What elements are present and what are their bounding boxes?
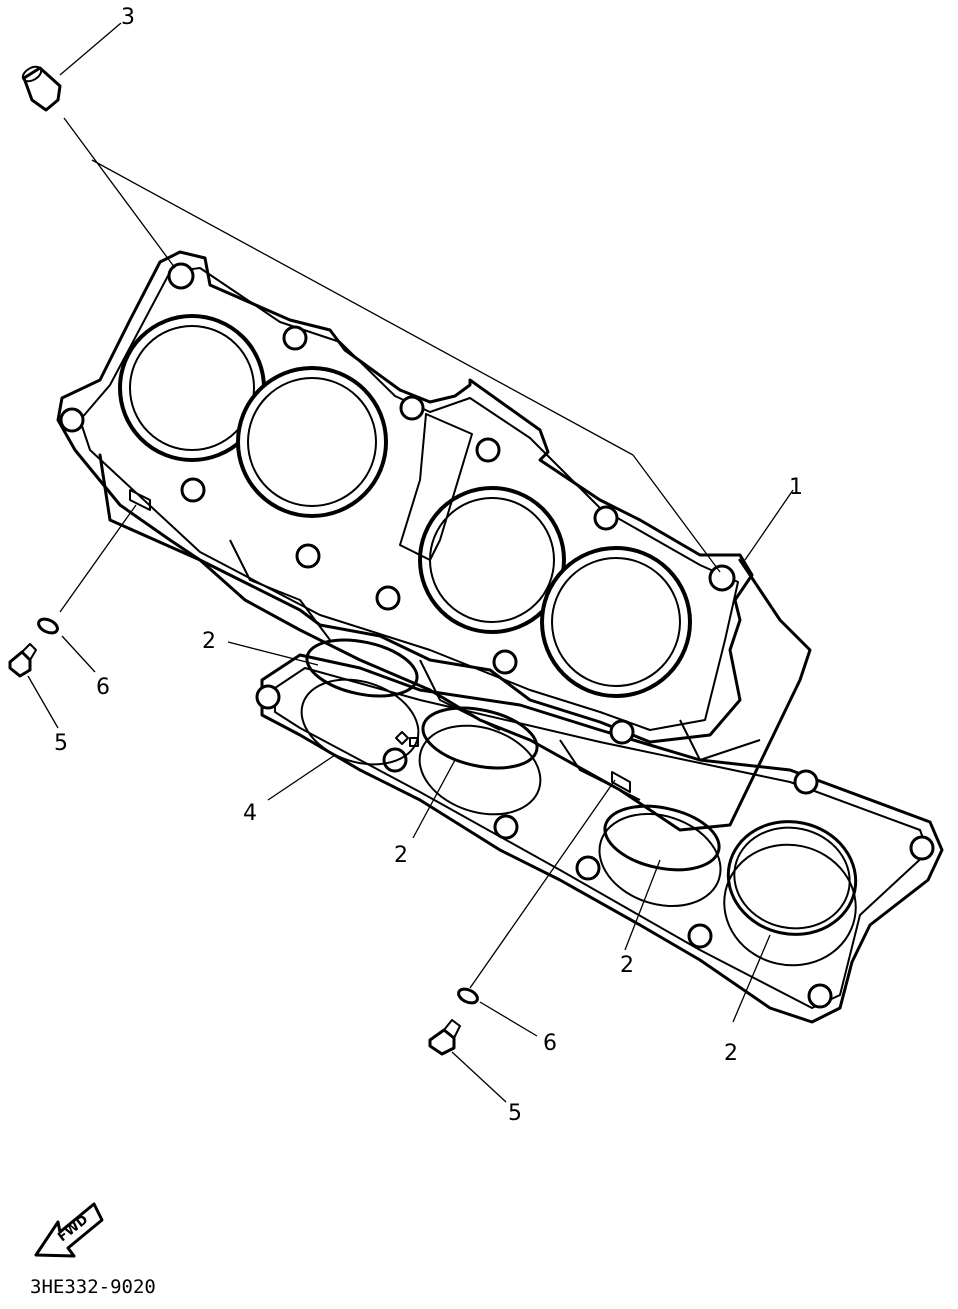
callout-2c: 2 — [620, 953, 634, 978]
leader-lines — [27, 22, 794, 1103]
callout-5b: 5 — [508, 1101, 522, 1126]
callout-1: 1 — [789, 475, 803, 500]
callout-5a: 5 — [54, 731, 68, 756]
washer-upper — [37, 617, 59, 635]
callout-labels: 3 1 2 6 5 4 2 2 6 2 5 — [54, 5, 803, 1126]
bolt-lower — [428, 1019, 461, 1056]
callout-2b: 2 — [394, 843, 408, 868]
callout-2a: 2 — [202, 629, 216, 654]
callout-4: 4 — [243, 801, 257, 826]
callout-2d: 2 — [724, 1041, 738, 1066]
callout-6b: 6 — [543, 1031, 557, 1056]
forward-arrow-icon: FWD — [34, 1202, 104, 1258]
diagram-reference-code: 3HE332-9020 — [30, 1276, 156, 1298]
cylinder-block — [56, 250, 812, 832]
dowel-pin — [21, 65, 62, 112]
callout-6a: 6 — [96, 675, 110, 700]
cylinder-gasket — [255, 653, 944, 1024]
forward-arrow-label: FWD — [55, 1212, 91, 1245]
o-rings — [305, 638, 858, 936]
washer-lower — [457, 987, 479, 1005]
bolt-upper — [8, 643, 37, 678]
callout-3: 3 — [121, 5, 135, 30]
